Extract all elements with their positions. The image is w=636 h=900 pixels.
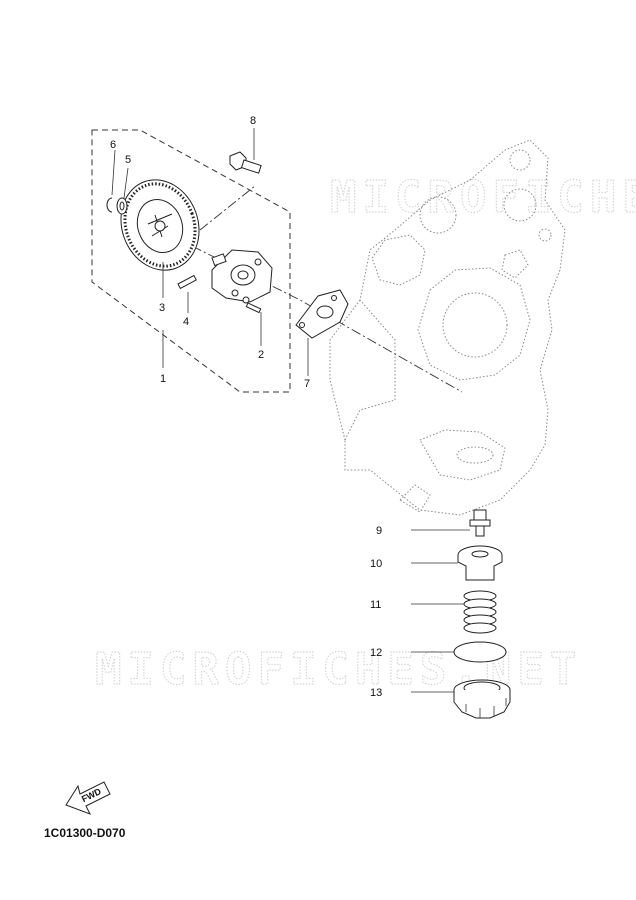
watermark-top: MICROFICHES.NET: [330, 172, 636, 223]
crankcase-outline: [329, 139, 566, 516]
gasket-7: [295, 289, 349, 339]
gear-3: [120, 179, 200, 271]
bolt-8: [229, 151, 262, 174]
oil-pump-body: [211, 249, 273, 303]
callout-13: 13: [370, 687, 382, 699]
callout-4: 4: [183, 316, 189, 328]
callout-3: 3: [159, 302, 165, 314]
callout-10: 10: [370, 558, 382, 570]
assembly-box: [91, 129, 291, 393]
callout-2: 2: [258, 349, 264, 361]
callout-9: 9: [376, 525, 382, 537]
clip-6: [106, 197, 113, 213]
pin-4: [177, 274, 197, 290]
center-line-2: [199, 185, 256, 231]
bolt-9: [469, 509, 491, 537]
screw-2: [242, 296, 262, 314]
callout-11: 11: [370, 599, 381, 611]
callout-5: 5: [125, 154, 131, 166]
leader-lines: [111, 128, 470, 693]
diagram-code: 1C01300-D070: [44, 826, 126, 840]
callout-6: 6: [110, 139, 116, 151]
spring-11: [463, 590, 497, 634]
callout-12: 12: [370, 647, 382, 659]
callout-1: 1: [160, 373, 166, 385]
cap-10: [457, 545, 503, 581]
washer-5: [116, 197, 128, 215]
oring-12: [453, 641, 507, 663]
callout-7: 7: [304, 378, 310, 390]
callout-8: 8: [250, 115, 256, 127]
drain-plug-13: [453, 679, 511, 719]
fwd-arrow: FWD: [65, 781, 111, 815]
